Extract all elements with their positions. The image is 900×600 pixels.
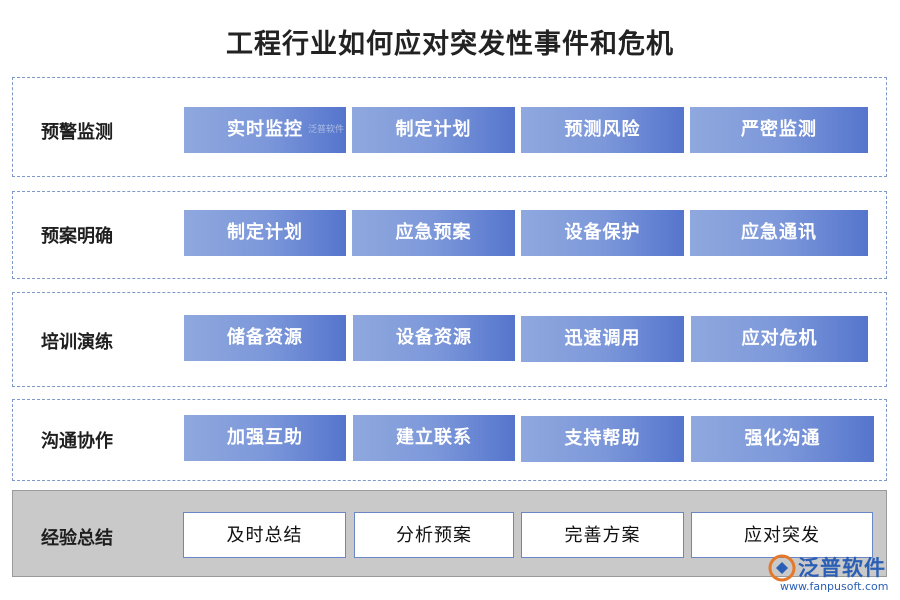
watermark: 泛普软件 — [308, 125, 345, 135]
row-label: 预案明确 — [41, 226, 113, 247]
summary-box: 分析预案 — [354, 512, 514, 558]
step-box: 预测风险 — [521, 107, 684, 153]
step-box: 支持帮助 — [521, 416, 684, 462]
row-label: 沟通协作 — [41, 431, 113, 452]
step-box: 制定计划 — [352, 107, 515, 153]
step-box: 应急通讯 — [690, 210, 868, 256]
step-box: 应对危机 — [691, 316, 868, 362]
row-label: 经验总结 — [41, 528, 113, 549]
step-box: 强化沟通 — [691, 416, 874, 462]
row-training-drill: 培训演练 — [12, 292, 887, 387]
step-box: 迅速调用 — [521, 316, 684, 362]
step-box: 应急预案 — [352, 210, 515, 256]
brand-name: 泛普软件 — [798, 556, 886, 580]
step-box: 实时监控 — [184, 107, 346, 153]
brand-url: www.fanpusoft.com — [780, 580, 889, 593]
step-box: 建立联系 — [353, 415, 515, 461]
brand-logo-icon — [768, 554, 796, 582]
row-label: 预警监测 — [41, 122, 113, 143]
summary-box: 应对突发 — [691, 512, 873, 558]
step-box: 严密监测 — [690, 107, 868, 153]
row-warning-monitoring: 预警监测 — [12, 77, 887, 177]
row-plan-clarity: 预案明确 — [12, 191, 887, 279]
step-box: 设备资源 — [353, 315, 515, 361]
step-box: 储备资源 — [184, 315, 346, 361]
brand-logo: 泛普软件 www.fanpusoft.com — [768, 552, 893, 596]
row-communication: 沟通协作 — [12, 399, 887, 481]
step-box: 加强互助 — [184, 415, 346, 461]
page-title: 工程行业如何应对突发性事件和危机 — [226, 29, 674, 60]
summary-box: 及时总结 — [183, 512, 346, 558]
row-label: 培训演练 — [41, 332, 113, 353]
step-box: 设备保护 — [521, 210, 684, 256]
summary-box: 完善方案 — [521, 512, 684, 558]
step-box: 制定计划 — [184, 210, 346, 256]
